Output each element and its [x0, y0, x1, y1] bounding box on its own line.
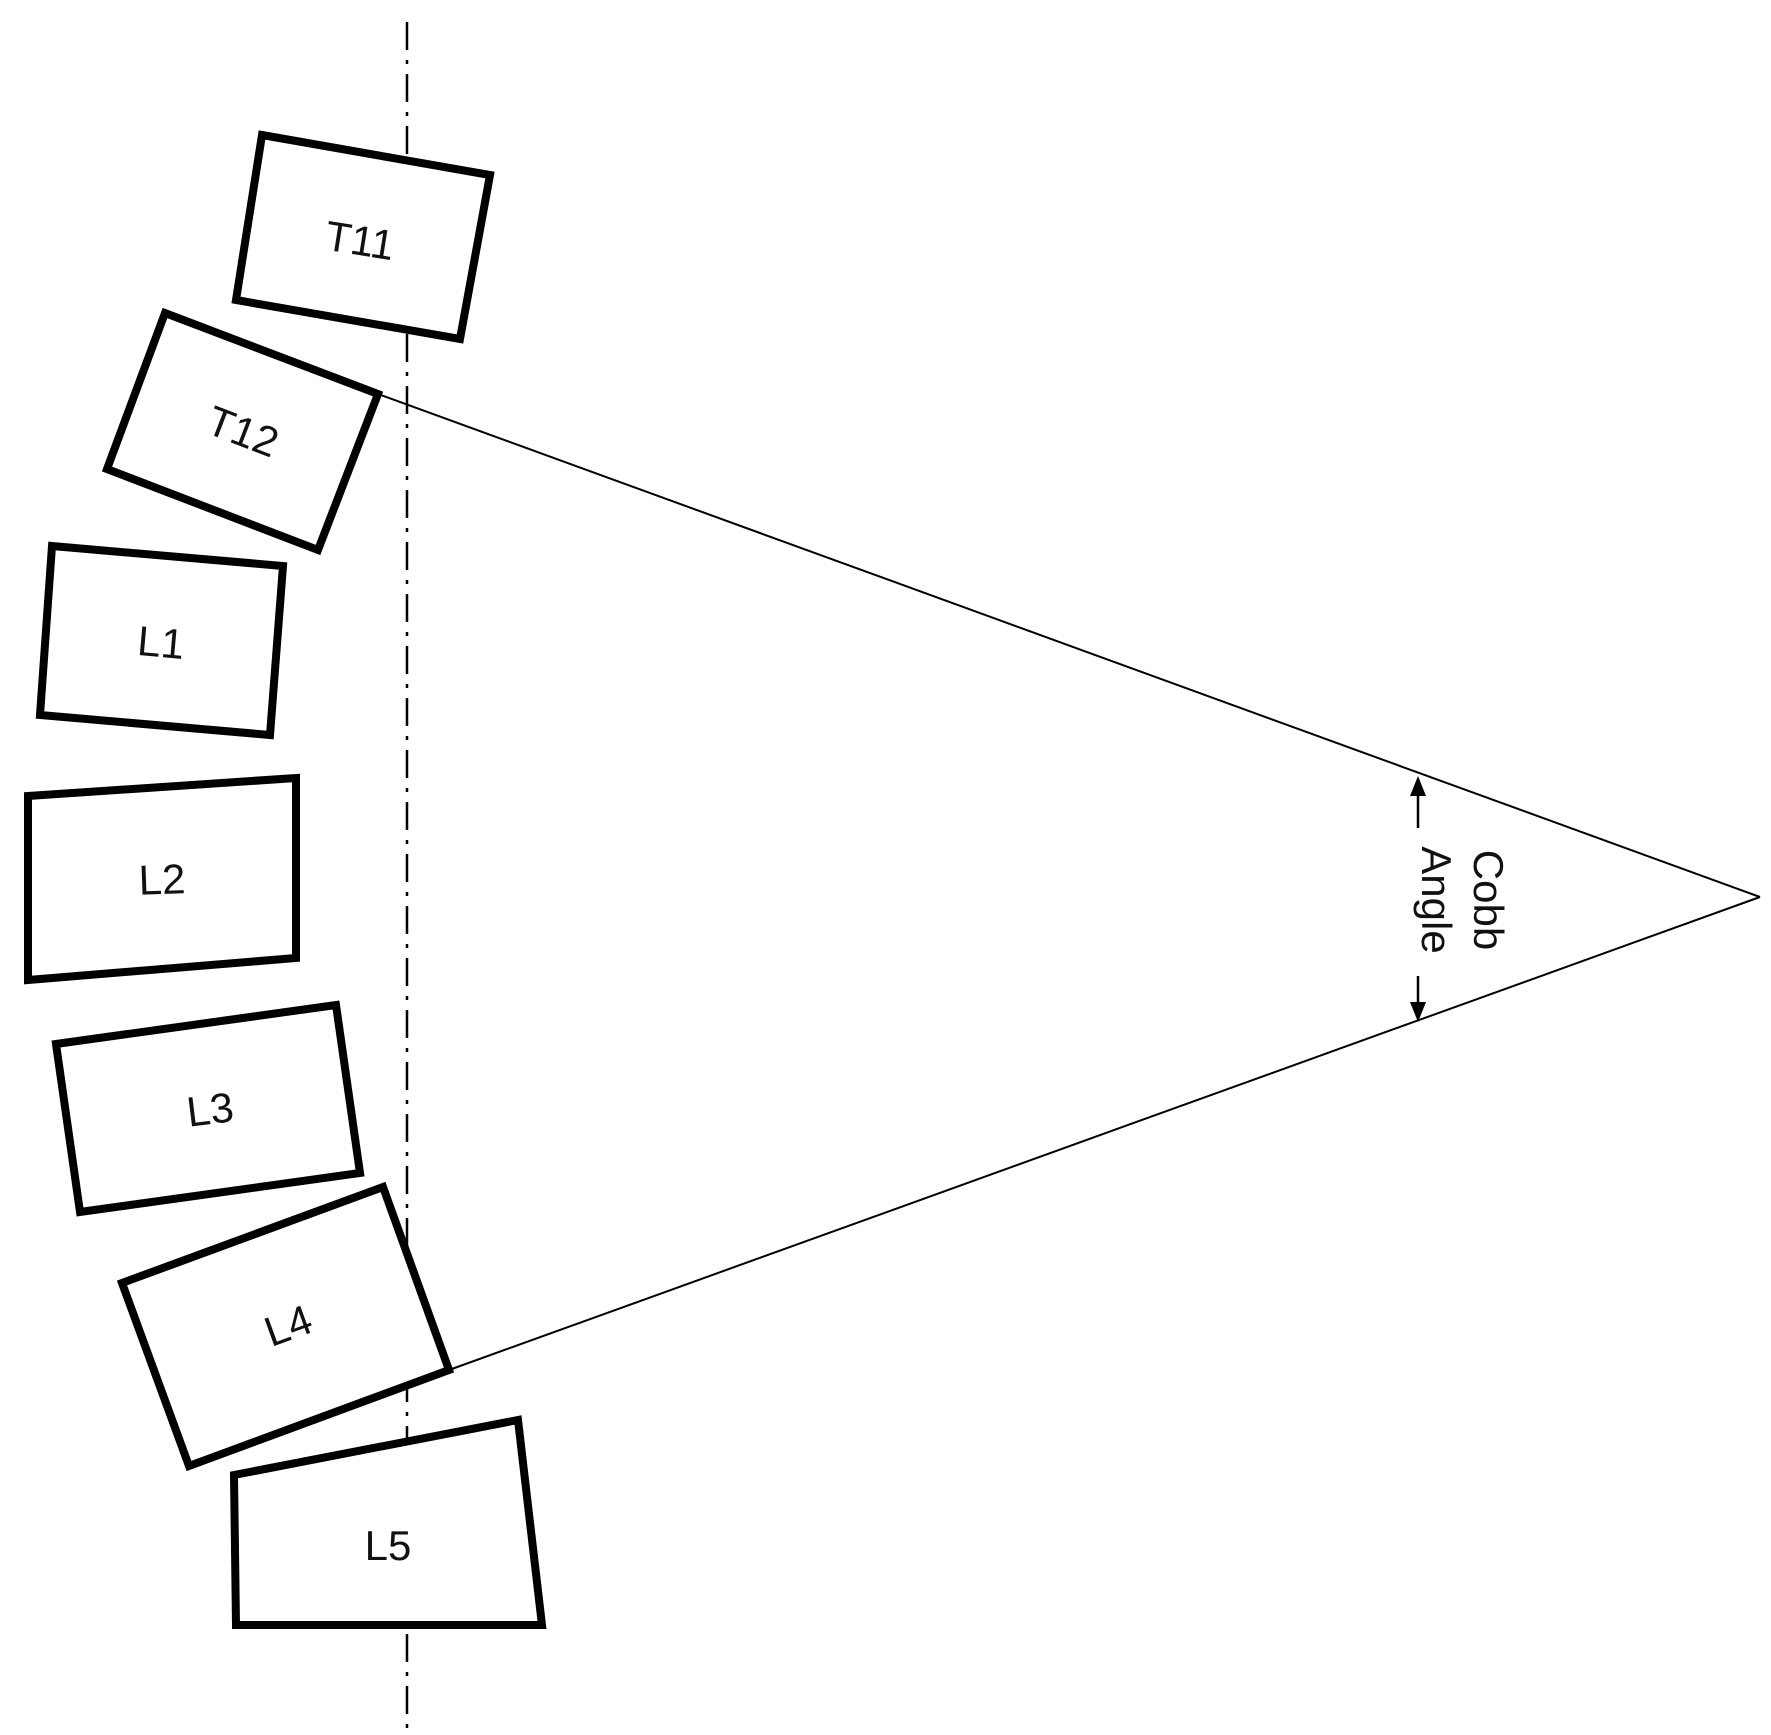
vertebra-label-l5: L5 [365, 1522, 412, 1569]
arrowhead-down [1410, 1002, 1426, 1022]
vertebra-label-l3: L3 [184, 1083, 236, 1135]
cobb-angle-label: Cobb Angle [1413, 846, 1512, 953]
cobb-angle-label-line2: Angle [1413, 846, 1460, 953]
arrowhead-up [1410, 776, 1426, 796]
vertebra-l1: L1 [35, 541, 288, 740]
vertebra-l3: L3 [51, 1000, 365, 1217]
vertebra-l4: L4 [116, 1181, 455, 1472]
vertebra-label-l2: L2 [138, 855, 186, 904]
vertebra-label-l1: L1 [136, 617, 187, 668]
lower-endplate-line [448, 896, 1761, 1371]
vertebra-t12: T12 [101, 307, 384, 556]
angle-measure-arrow [1410, 776, 1426, 1022]
upper-endplate-line [377, 393, 1761, 898]
vertebra-label-t11: T11 [322, 212, 398, 269]
vertebra-t11: T11 [231, 130, 495, 344]
vertebra-l5: L5 [229, 1415, 547, 1629]
vertebra-l2: L2 [24, 773, 300, 985]
cobb-angle-label-line1: Cobb [1465, 850, 1512, 950]
